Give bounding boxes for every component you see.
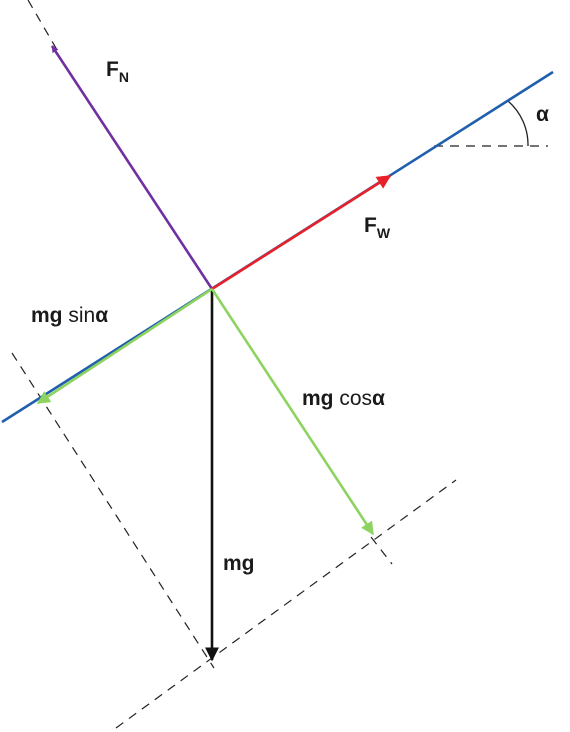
guide-line-right-perpendicular: [370, 536, 393, 565]
friction-force-arrow: [211, 174, 392, 291]
normal-force-arrow: [50, 45, 214, 290]
guide-line-normal-extension: [27, 0, 61, 56]
perpendicular-component-arrow: [210, 288, 375, 536]
guide-line-bottom-parallel: [115, 479, 457, 729]
guide-line-left-perpendicular: [11, 352, 215, 669]
angle-arc: [507, 100, 529, 147]
parallel-component-arrow: [36, 287, 213, 405]
normal-force-label: FN: [106, 58, 129, 85]
perpendicular-component-label: mg cosα: [302, 387, 385, 410]
parallel-component-label: mg sinα: [31, 304, 108, 327]
angle-label: α: [536, 103, 549, 126]
gravity-label: mg: [223, 552, 255, 575]
friction-force-label: FW: [364, 214, 391, 241]
